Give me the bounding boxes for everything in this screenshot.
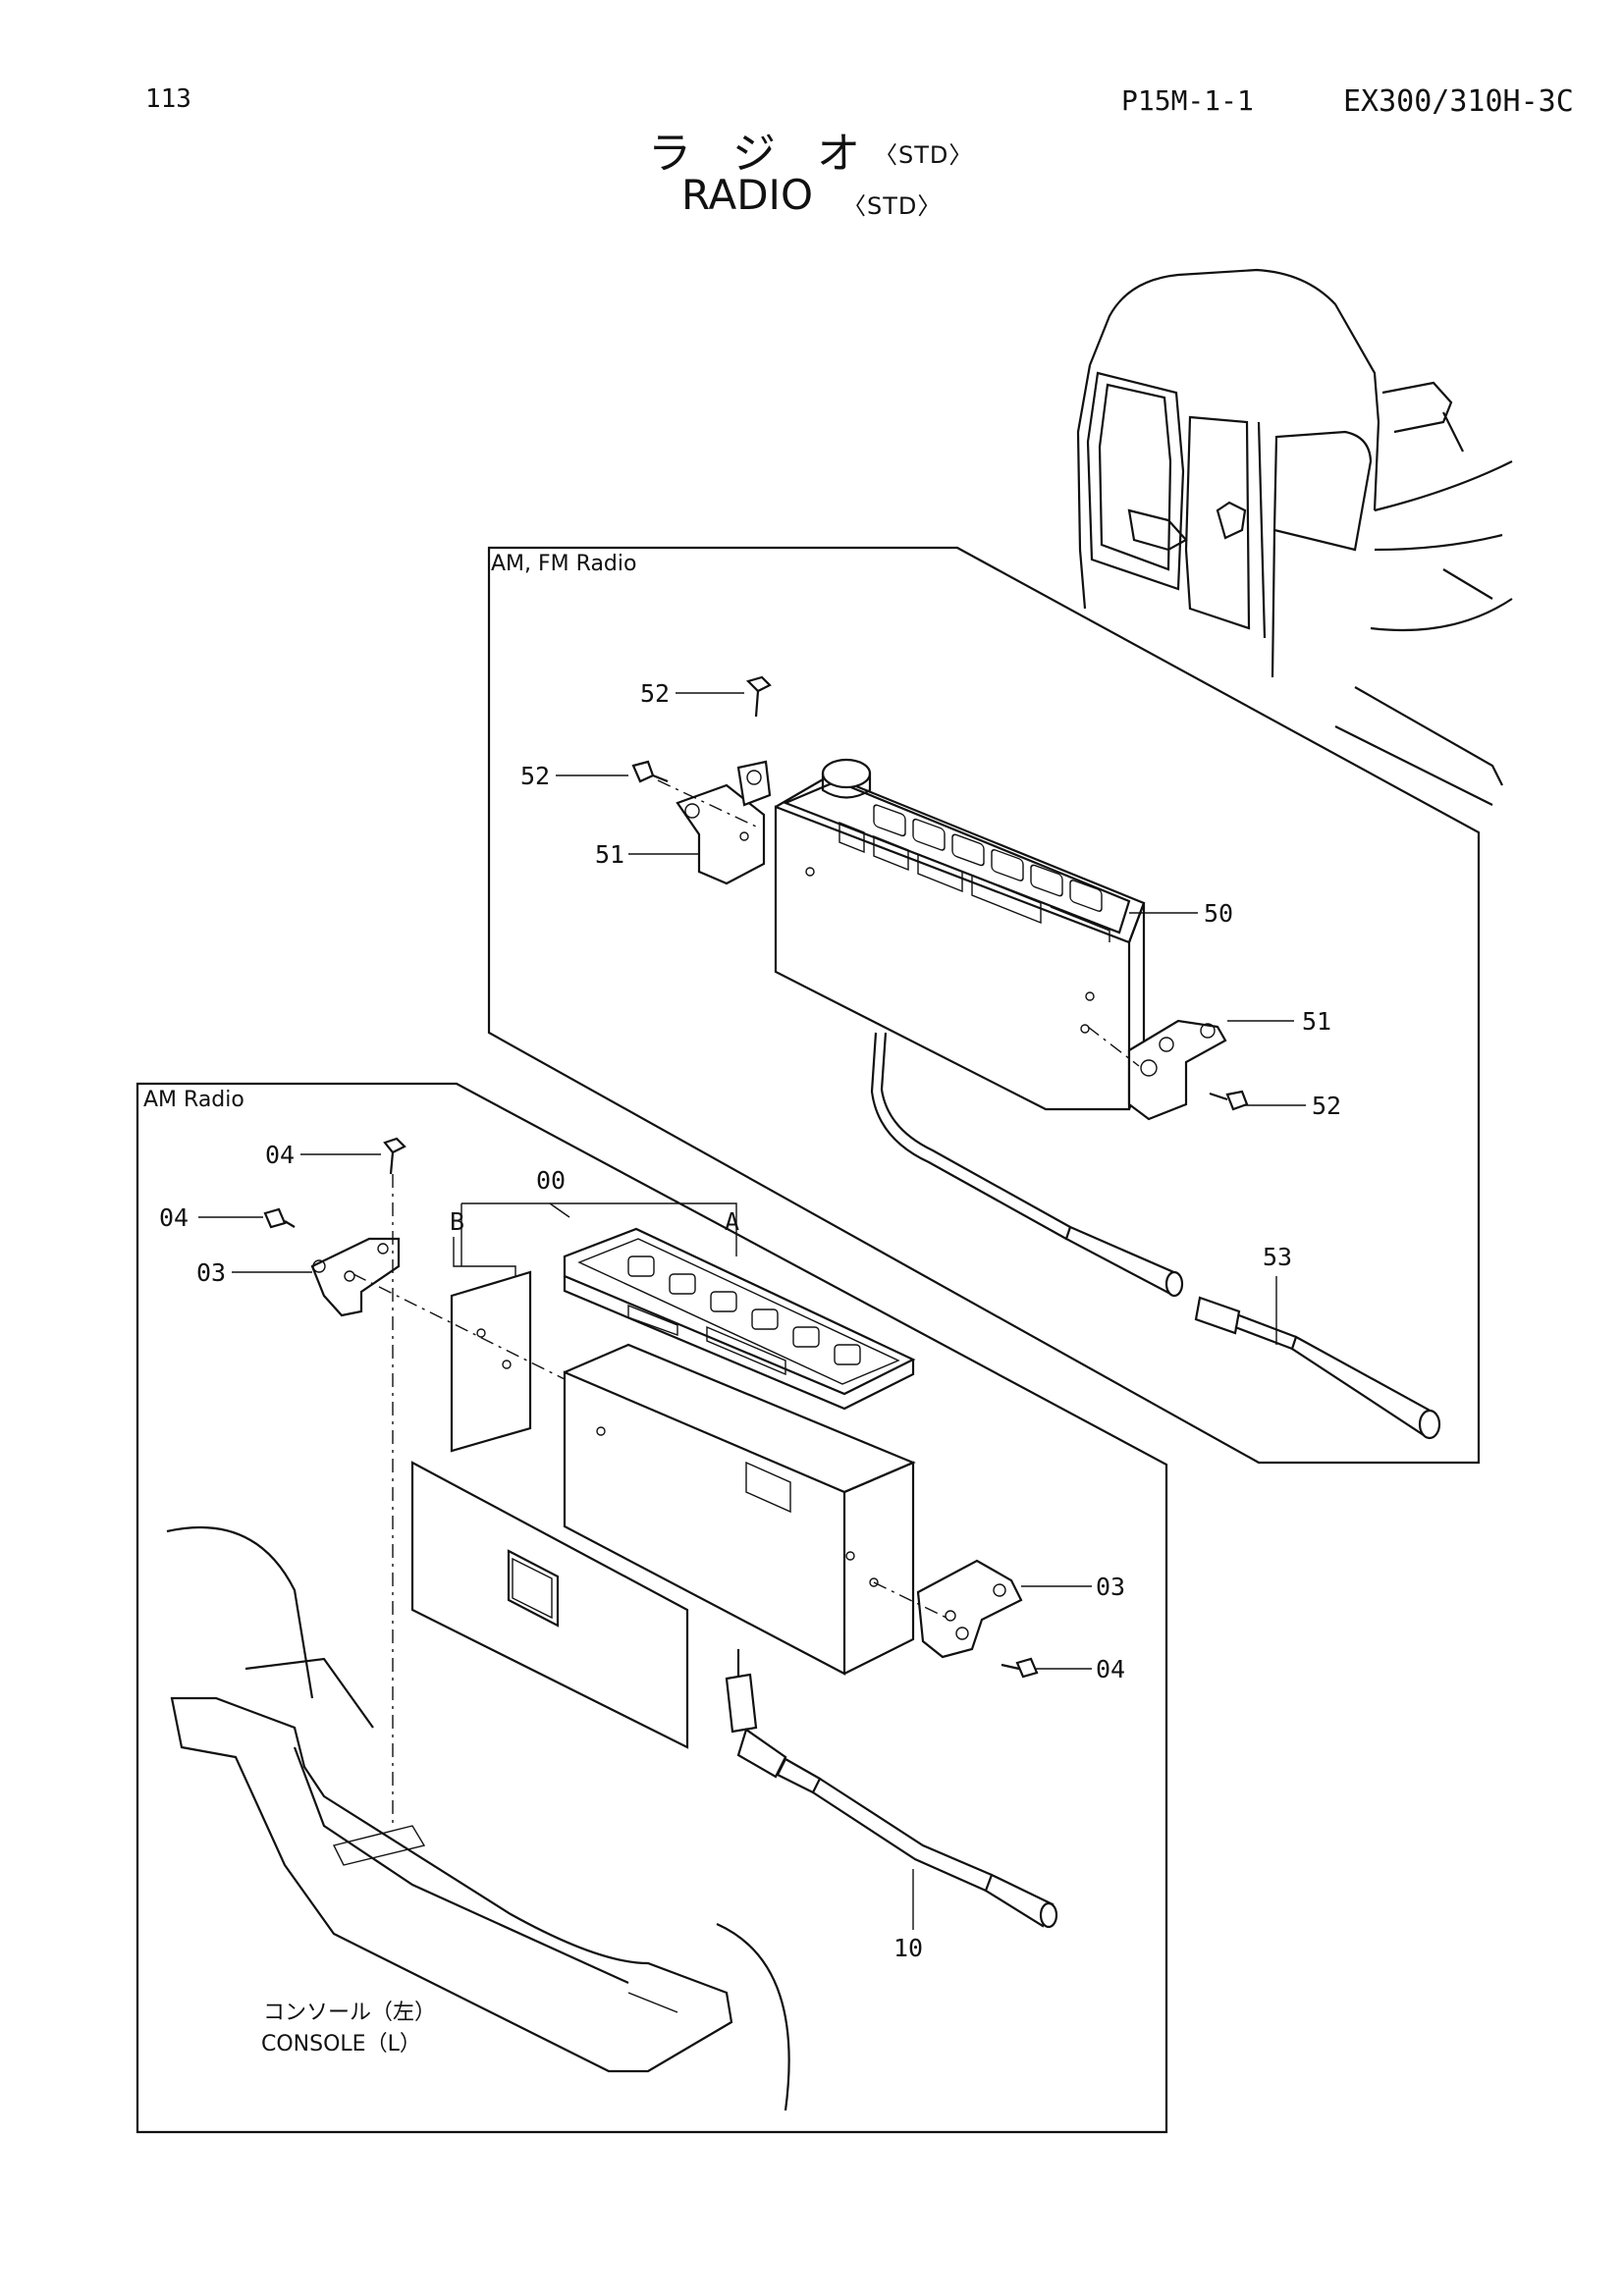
fm-antenna-cable: [870, 1032, 1441, 1440]
am-panel-label: AM Radio: [143, 1088, 244, 1112]
callout-fm-screw-right: 52: [1312, 1092, 1342, 1120]
title-japanese: ラ ジ オ: [648, 129, 874, 179]
am-radio-body: [563, 1227, 916, 1676]
fm-screws: [631, 675, 1249, 1111]
console-label-japanese: コンソール（左）: [263, 2001, 437, 2025]
fm-panel-border: [487, 546, 1481, 1465]
callout-am-screw-top: 04: [265, 1141, 296, 1169]
fm-panel-label: AM, FM Radio: [491, 552, 637, 576]
callout-am-screw-right: 04: [1096, 1655, 1126, 1683]
cab-illustration: [1076, 268, 1513, 806]
callout-fm-bracket-left: 51: [595, 840, 625, 869]
am-right-bracket: [916, 1559, 1023, 1659]
fm-right-bracket: [1127, 1019, 1227, 1121]
callout-leaders: [198, 692, 1306, 1930]
callout-fm-antenna: 53: [1263, 1243, 1293, 1271]
console-label-english: CONSOLE（L）: [261, 2032, 421, 2056]
callout-fm-screw-left: 52: [520, 762, 551, 790]
callout-am-antenna: 10: [893, 1934, 924, 1962]
am-panel-border: [135, 1082, 1168, 2134]
console-illustration: [166, 1525, 790, 2111]
callout-am-bracket-left: 03: [196, 1258, 227, 1287]
callout-fm-radio: 50: [1204, 899, 1234, 928]
reference-code: P15M-1-1: [1121, 84, 1254, 117]
callout-am-b: B: [450, 1207, 465, 1236]
am-back-plate: [450, 1270, 532, 1453]
page-number: 113: [145, 84, 191, 114]
title-japanese-suffix: 〈STD〉: [874, 141, 974, 169]
callout-am-radio-assy: 00: [536, 1166, 567, 1195]
fm-radio-body: [774, 758, 1146, 1111]
am-antenna-lead: [725, 1649, 1058, 1929]
title-english-suffix: 〈STD〉: [842, 192, 943, 220]
callout-am-screw-left: 04: [159, 1203, 189, 1232]
callout-fm-screw-top: 52: [640, 679, 671, 708]
am-left-bracket: [310, 1237, 401, 1317]
callout-fm-bracket-right: 51: [1302, 1007, 1332, 1036]
am-front-panel: [410, 1461, 689, 1749]
title-english: RADIO: [681, 171, 813, 219]
callout-am-a: A: [725, 1207, 740, 1236]
fm-left-bracket: [676, 760, 772, 885]
am-screws: [263, 1137, 1039, 1826]
callout-am-bracket-right: 03: [1096, 1573, 1126, 1601]
model-code: EX300/310H-3C: [1343, 84, 1574, 119]
